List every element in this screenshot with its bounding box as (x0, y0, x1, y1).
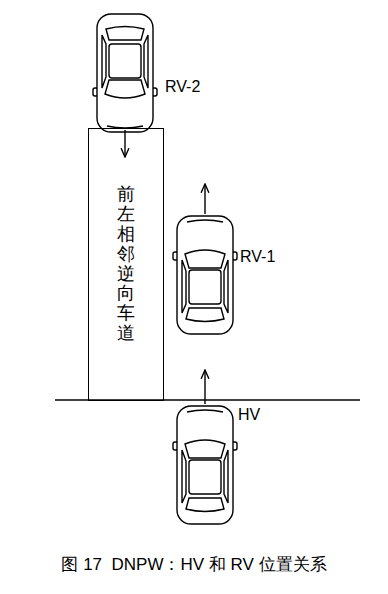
vehicle-label: HV (238, 406, 260, 424)
direction-arrow (124, 130, 125, 157)
car-icon (173, 216, 237, 334)
direction-arrow (204, 370, 205, 404)
lane-box: 前左相邻逆向车道 (88, 128, 164, 401)
car-icon (173, 406, 237, 524)
direction-arrow (204, 184, 205, 214)
figure-caption: 图 17 DNPW：HV 和 RV 位置关系 (0, 553, 388, 576)
car-icon (93, 14, 157, 132)
vehicle-label: RV-1 (240, 248, 275, 266)
lane-name: 前左相邻逆向车道 (117, 185, 135, 343)
vehicle-label: RV-2 (165, 78, 200, 96)
